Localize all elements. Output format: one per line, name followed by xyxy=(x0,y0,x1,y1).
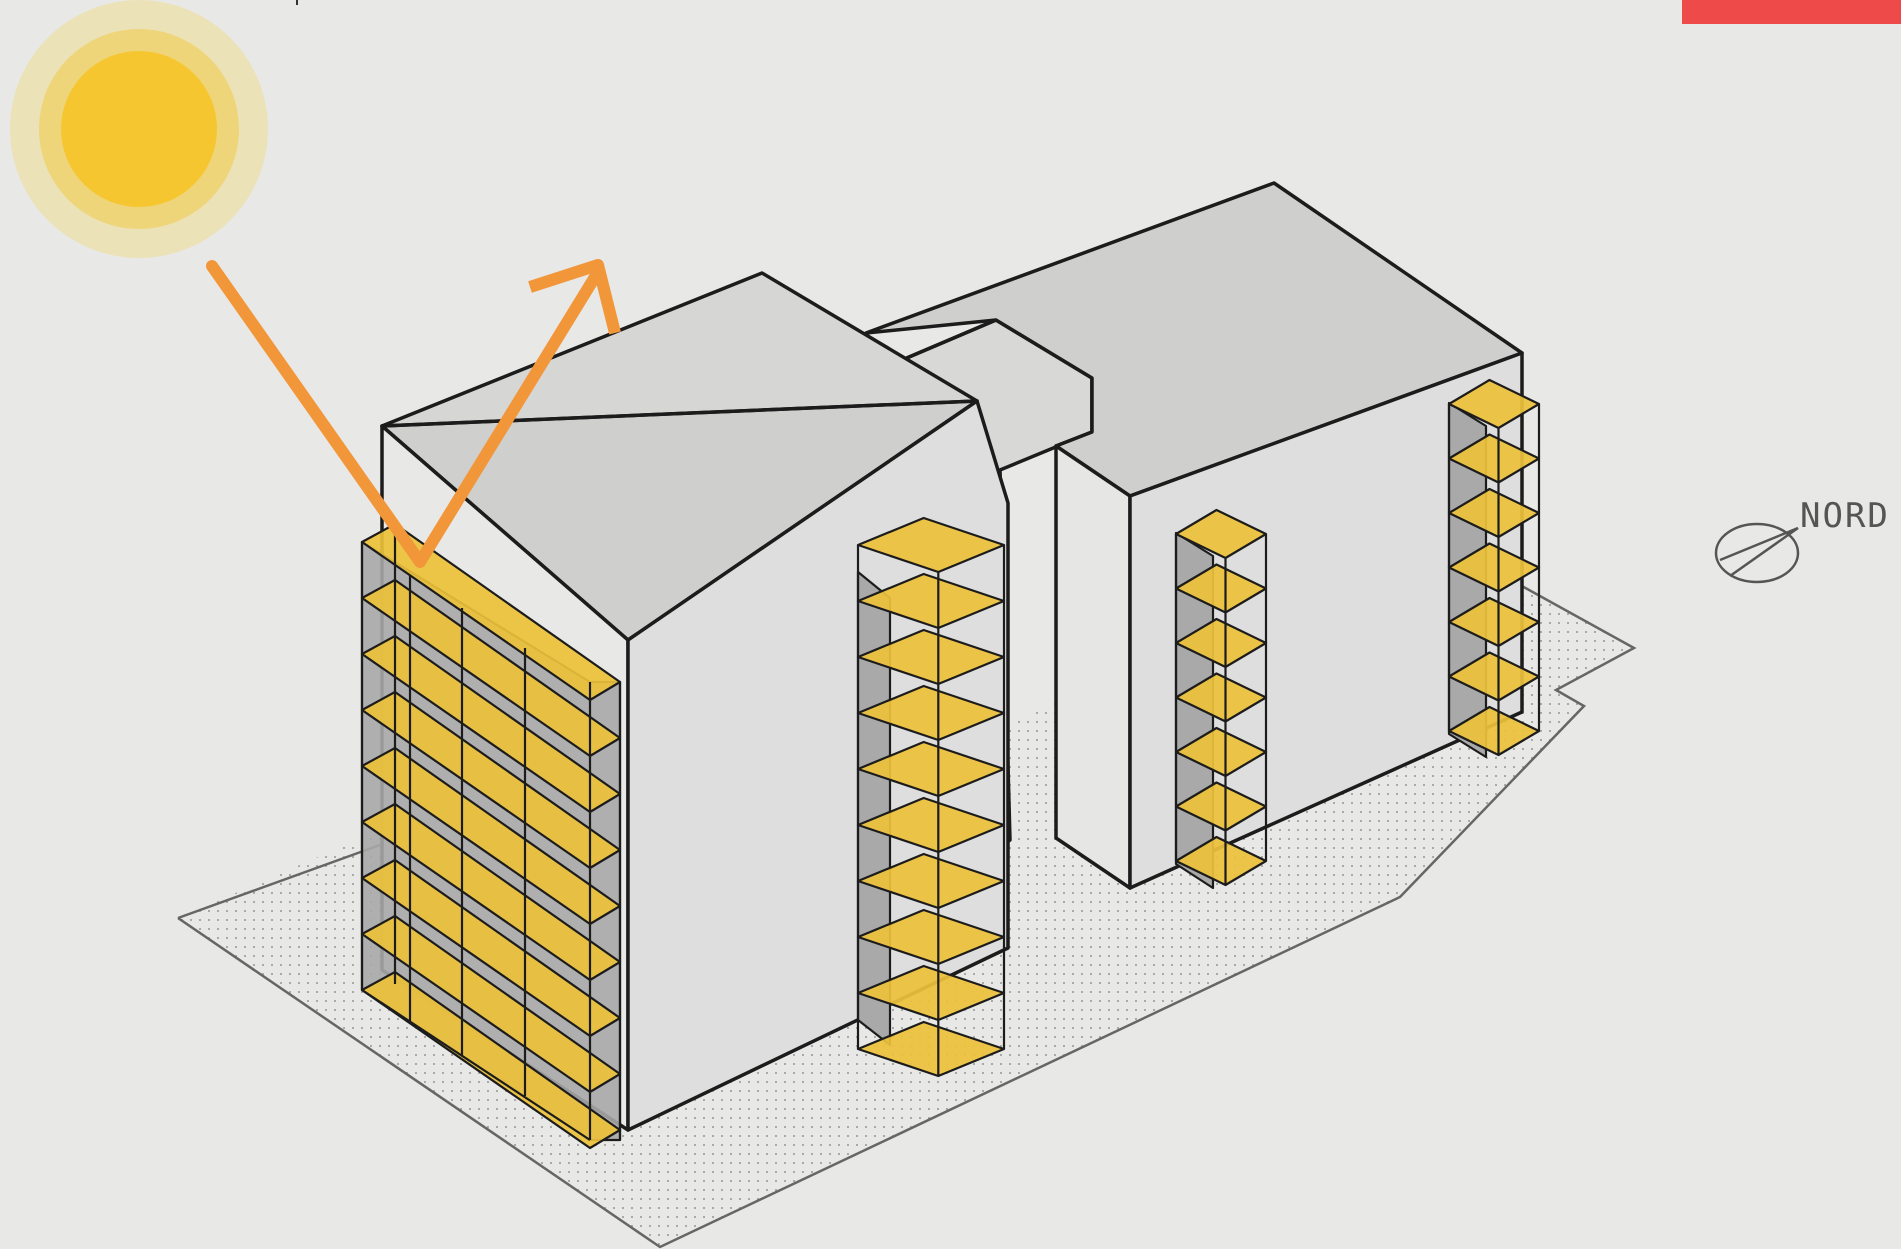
corner-tab xyxy=(1682,0,1901,24)
north-label: NORD xyxy=(1800,496,1890,536)
sun-icon xyxy=(10,0,268,258)
compass-icon xyxy=(1716,524,1798,582)
